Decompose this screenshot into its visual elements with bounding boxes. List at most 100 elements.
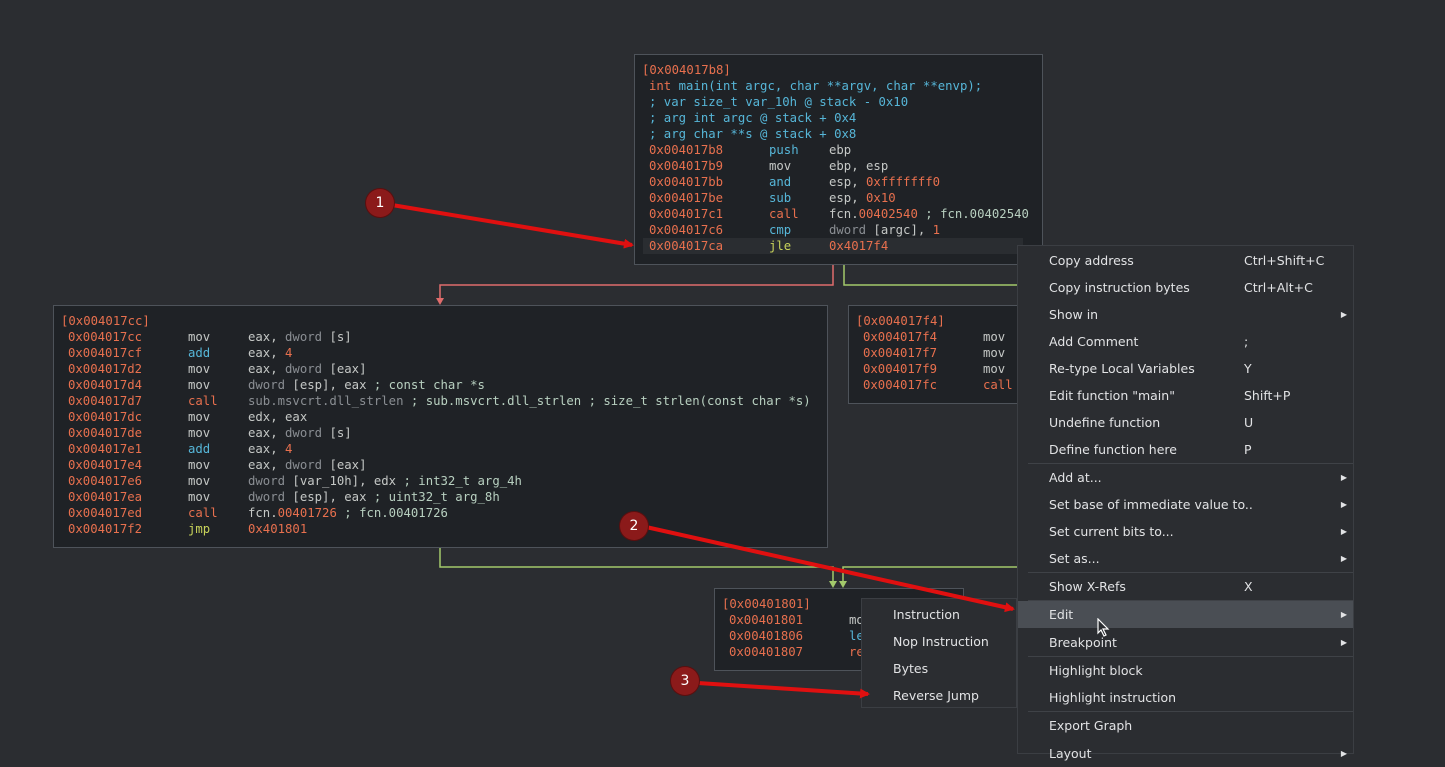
instruction-address[interactable]: 0x004017ed — [68, 506, 143, 520]
menu-item-export-graph[interactable]: Export Graph — [1018, 712, 1353, 739]
menu-item-edit-function-main[interactable]: Edit function "main"Shift+P — [1018, 382, 1353, 409]
instruction-mnemonic[interactable]: add — [188, 442, 211, 456]
instruction-address[interactable]: 0x004017de — [68, 426, 143, 440]
instruction-address[interactable]: 0x00401806 — [729, 629, 804, 643]
instruction-mnemonic[interactable]: le — [849, 629, 864, 643]
instruction-operands[interactable]: eax, 4 — [248, 442, 293, 456]
instruction-address[interactable]: 0x004017d7 — [68, 394, 143, 408]
menu-item-set-as[interactable]: Set as...▶ — [1018, 545, 1353, 572]
instruction-mnemonic[interactable]: jmp — [188, 522, 211, 536]
menu-item-set-base-of-immediate-value-to[interactable]: Set base of immediate value to..▶ — [1018, 491, 1353, 518]
instruction-address[interactable]: 0x004017ea — [68, 490, 143, 504]
menu-item-edit[interactable]: Edit▶ — [1018, 601, 1353, 628]
instruction-mnemonic[interactable]: add — [188, 346, 211, 360]
instruction-operands[interactable]: eax, dword [s] — [248, 330, 352, 344]
instruction-operands[interactable]: dword [var_10h], edx ; int32_t arg_4h — [248, 474, 522, 488]
instruction-operands[interactable]: dword [esp], eax ; uint32_t arg_8h — [248, 490, 500, 504]
instruction-operands[interactable]: fcn.00401726 ; fcn.00401726 — [248, 506, 448, 520]
instruction-operands[interactable]: eax, 4 — [248, 346, 293, 360]
instruction-mnemonic[interactable]: call — [188, 394, 218, 408]
menu-item-add-comment[interactable]: Add Comment; — [1018, 328, 1353, 355]
menu-item-add-at[interactable]: Add at...▶ — [1018, 464, 1353, 491]
instruction-address[interactable]: 0x004017f9 — [863, 362, 938, 376]
instruction-mnemonic[interactable]: mov — [188, 330, 211, 344]
submenu-item-bytes[interactable]: Bytes — [862, 655, 1016, 682]
instruction-operands[interactable]: ebp, esp — [829, 159, 889, 173]
instruction-address[interactable]: 0x004017f4 — [863, 330, 938, 344]
instruction-address[interactable]: 0x004017dc — [68, 410, 143, 424]
instruction-address[interactable]: 0x004017e1 — [68, 442, 143, 456]
instruction-address[interactable]: 0x004017d2 — [68, 362, 143, 376]
instruction-mnemonic[interactable]: re — [849, 645, 864, 659]
instruction-operands[interactable]: 0x4017f4 — [829, 239, 889, 253]
instruction-mnemonic[interactable]: mov — [188, 410, 211, 424]
instruction-address[interactable]: 0x004017bb — [649, 175, 724, 189]
menu-item-breakpoint[interactable]: Breakpoint▶ — [1018, 629, 1353, 656]
instruction-mnemonic[interactable]: mov — [769, 159, 792, 173]
instruction-mnemonic[interactable]: mov — [188, 378, 211, 392]
instruction-address[interactable]: 0x004017cf — [68, 346, 143, 360]
instruction-mnemonic[interactable]: sub — [769, 191, 792, 205]
instruction-mnemonic[interactable]: call — [188, 506, 218, 520]
instruction-address[interactable]: 0x004017f2 — [68, 522, 143, 536]
instruction-mnemonic[interactable]: push — [769, 143, 799, 157]
instruction-operands[interactable]: edx, eax — [248, 410, 308, 424]
instruction-address[interactable]: 0x004017cc — [68, 330, 143, 344]
instruction-address[interactable]: 0x004017e4 — [68, 458, 143, 472]
instruction-address[interactable]: 0x004017ca — [649, 239, 724, 253]
instruction-operands[interactable]: dword [esp], eax ; const char *s — [248, 378, 485, 392]
instruction-operands[interactable]: sub.msvcrt.dll_strlen ; sub.msvcrt.dll_s… — [248, 394, 811, 408]
instruction-mnemonic[interactable]: mov — [983, 346, 1006, 360]
menu-item-highlight-block[interactable]: Highlight block — [1018, 657, 1353, 684]
instruction-address[interactable]: 0x004017b9 — [649, 159, 724, 173]
instruction-mnemonic[interactable]: mov — [983, 330, 1006, 344]
instruction-address[interactable]: 0x004017d4 — [68, 378, 143, 392]
instruction-mnemonic[interactable]: jle — [769, 239, 792, 253]
instruction-address[interactable]: 0x004017c6 — [649, 223, 724, 237]
submenu-item-nop-instruction[interactable]: Nop Instruction — [862, 628, 1016, 655]
instruction-operands[interactable]: eax, dword [eax] — [248, 362, 367, 376]
instruction-address[interactable]: 0x004017e6 — [68, 474, 143, 488]
instruction-mnemonic[interactable]: mov — [188, 458, 211, 472]
instruction-operands[interactable]: dword [argc], 1 — [829, 223, 941, 237]
instruction-mnemonic[interactable]: call — [983, 378, 1013, 392]
instruction-operands[interactable]: fcn.00402540 ; fcn.00402540 — [829, 207, 1029, 221]
instruction-mnemonic[interactable]: and — [769, 175, 792, 189]
instruction-address[interactable]: 0x004017c1 — [649, 207, 724, 221]
submenu-item-instruction[interactable]: Instruction — [862, 601, 1016, 628]
instruction-mnemonic[interactable]: mov — [188, 426, 211, 440]
menu-item-set-current-bits-to[interactable]: Set current bits to...▶ — [1018, 518, 1353, 545]
instruction-address[interactable]: 0x004017f7 — [863, 346, 938, 360]
menu-item-highlight-instruction[interactable]: Highlight instruction — [1018, 684, 1353, 711]
instruction-address[interactable]: 0x00401807 — [729, 645, 804, 659]
menu-item-show-in[interactable]: Show in▶ — [1018, 301, 1353, 328]
submenu-item-reverse-jump[interactable]: Reverse Jump — [862, 682, 1016, 709]
instruction-operands[interactable]: esp, 0x10 — [829, 191, 896, 205]
instruction-mnemonic[interactable]: mo — [849, 613, 864, 627]
instruction-mnemonic[interactable]: mov — [188, 474, 211, 488]
instruction-address[interactable]: 0x004017b8 — [649, 143, 724, 157]
instruction-address[interactable]: 0x004017be — [649, 191, 724, 205]
instruction-address[interactable]: 0x00401801 — [729, 613, 804, 627]
instruction-operands[interactable]: eax, dword [eax] — [248, 458, 367, 472]
instruction-mnemonic[interactable]: cmp — [769, 223, 792, 237]
instruction-operands[interactable]: 0x401801 — [248, 522, 308, 536]
instruction-operands[interactable]: ebp — [829, 143, 852, 157]
instruction-operands[interactable]: eax, dword [s] — [248, 426, 352, 440]
instruction-mnemonic[interactable]: call — [769, 207, 799, 221]
instruction-operands[interactable]: esp, 0xfffffff0 — [829, 175, 941, 189]
instruction-mnemonic[interactable]: mov — [188, 362, 211, 376]
instruction-mnemonic[interactable]: mov — [188, 490, 211, 504]
graph-block-main[interactable]: [0x004017b8] int main(int argc, char **a… — [634, 54, 1043, 265]
menu-item-label: Show in — [1049, 307, 1099, 322]
instruction-mnemonic[interactable]: mov — [983, 362, 1006, 376]
instruction-address[interactable]: 0x004017fc — [863, 378, 938, 392]
